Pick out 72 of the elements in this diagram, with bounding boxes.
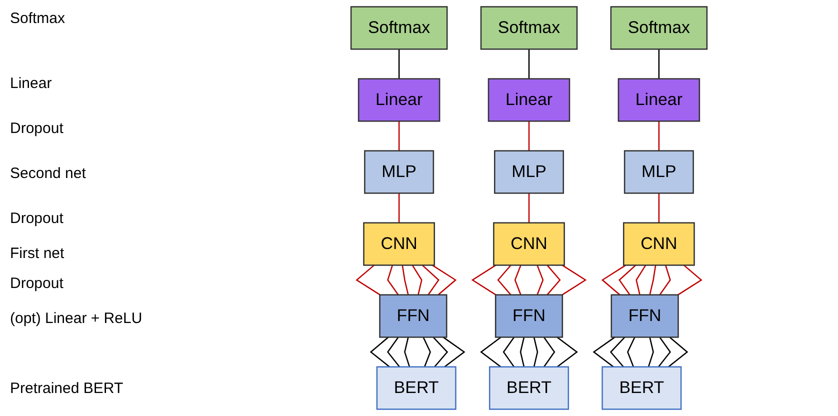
connector-line [398,193,400,223]
connector-line [356,264,380,296]
connector-line [412,264,422,295]
layer-box: CNN [623,222,695,266]
connector-line [562,264,587,296]
connector-line [601,264,626,296]
connector-line [432,336,448,368]
layer-box: MLP [494,150,564,194]
connector-line [543,336,556,368]
connector-line [649,265,656,295]
connector-line [480,336,502,368]
layer-box: FFN [379,294,448,338]
layer-label: Linear [10,75,52,92]
connector-line [658,49,660,79]
connector-line [398,121,400,151]
layer-box: BERT [602,366,682,410]
layer-box: FFN [610,294,679,338]
connector-line [528,193,530,223]
connector-line [658,336,672,368]
layer-box: CNN [493,222,565,266]
connector-line [668,336,688,368]
layer-box: BERT [376,366,456,410]
connector-line [659,265,671,296]
layer-label: (opt) Linear + ReLU [10,310,142,327]
connector-line [546,264,561,296]
connector-line [636,264,646,295]
layer-box: Linear [618,78,700,122]
layer-label: Second net [10,165,86,182]
connector-line [422,264,440,296]
connector-line [387,265,399,296]
connector-line [398,49,400,79]
connector-line [678,264,702,296]
connector-line [658,121,660,151]
layer-box: Softmax [480,6,578,50]
layer-label: Pretrained BERT [10,380,124,397]
connector-line [402,265,409,295]
connector-line [528,121,530,151]
connector-line [533,337,538,367]
connector-line [497,264,512,296]
connector-line [514,264,522,296]
connector-line [370,336,390,368]
connector-line [432,264,457,296]
layer-label: Softmax [10,10,66,27]
connector-line [627,336,636,368]
layer-box: Linear [488,78,570,122]
connector-line [610,336,626,368]
connector-line [422,336,431,368]
connector-line [536,264,544,296]
connector-line [528,49,530,79]
layer-label: Dropout [10,210,64,227]
connector-line [502,336,515,368]
layer-box: BERT [488,366,570,410]
connector-line [658,193,660,223]
connector-line [618,264,636,296]
connector-line [556,336,578,368]
layer-box: Softmax [350,6,448,50]
layer-box: FFN [494,294,564,338]
connector-line [648,337,654,368]
layer-box: MLP [624,150,694,194]
connector-line [520,337,525,367]
connector-line [404,337,410,368]
layer-label: Dropout [10,120,64,137]
layer-box: MLP [364,150,434,194]
layer-label: First net [10,245,64,262]
layer-box: Softmax [610,6,708,50]
layer-box: CNN [363,222,435,266]
connector-line [592,336,616,368]
connector-line [442,336,466,368]
layer-box: Linear [358,78,440,122]
connector-line [386,336,400,368]
layer-label: Dropout [10,275,64,292]
connector-line [471,264,496,296]
